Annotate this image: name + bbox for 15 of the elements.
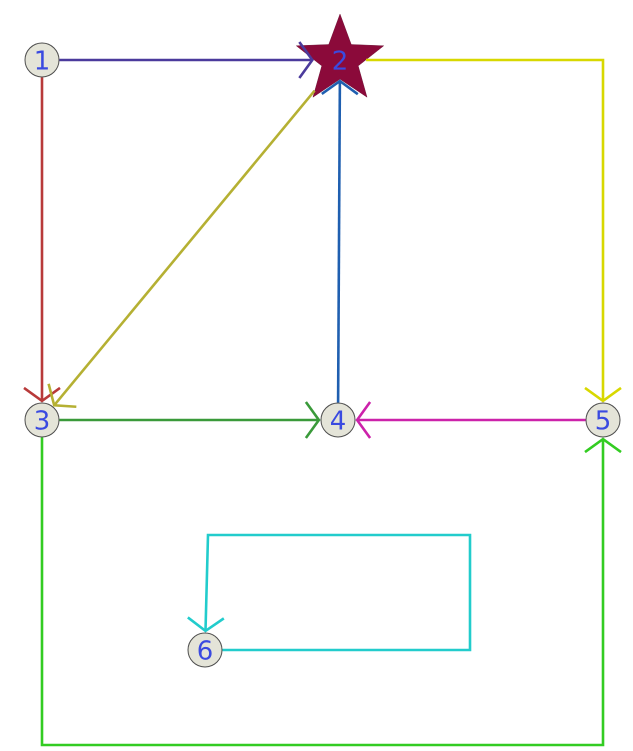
arrow (321, 79, 359, 402)
circle-node: 4 (320, 402, 356, 438)
arrow (366, 58, 622, 402)
circle-node: 5 (586, 402, 620, 438)
star-node: 2 (296, 14, 384, 98)
arrow (23, 78, 61, 402)
arrow (47, 90, 316, 408)
circle-node: 3 (24, 402, 60, 438)
circle-node: 6 (188, 632, 222, 668)
arrow (60, 401, 320, 439)
arrow (60, 41, 314, 79)
circle-node: 1 (24, 42, 60, 78)
arrow (40, 438, 622, 746)
arrow (187, 534, 472, 652)
arrow (356, 401, 586, 439)
